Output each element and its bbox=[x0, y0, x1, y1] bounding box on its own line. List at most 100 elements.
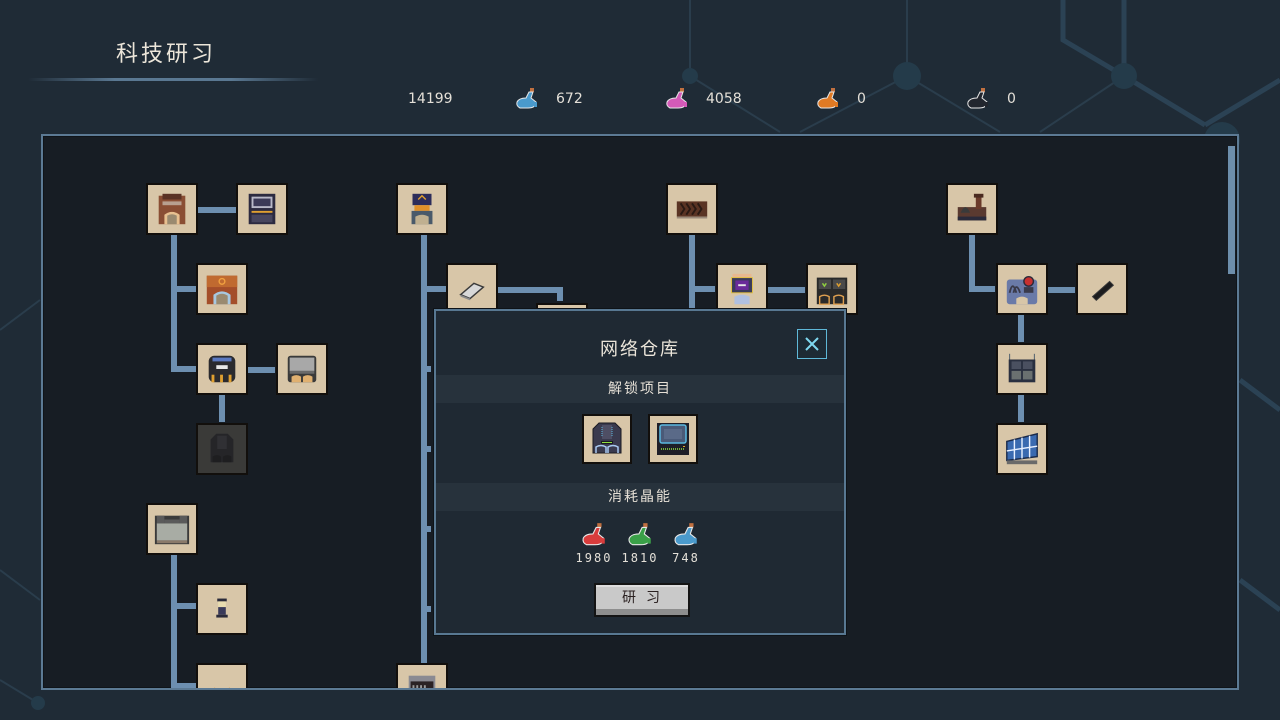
resource-pink-value: 4058 bbox=[706, 91, 742, 107]
tech-node-solar-panel[interactable] bbox=[996, 423, 1048, 475]
cost-green-value: 1810 bbox=[621, 551, 659, 565]
tech-node-workbench[interactable] bbox=[946, 183, 998, 235]
dark-machine-icon bbox=[208, 355, 236, 383]
total-points: 14199 bbox=[408, 86, 453, 112]
tree-link bbox=[171, 234, 177, 372]
tech-node-portal-machine[interactable] bbox=[716, 263, 768, 315]
unlock-items-list bbox=[436, 414, 844, 464]
tree-link bbox=[421, 286, 447, 292]
blue-flask-icon bbox=[674, 523, 697, 546]
twin-monitor-icon bbox=[816, 277, 848, 305]
tech-node-blue-press[interactable] bbox=[396, 183, 448, 235]
tree-link bbox=[171, 603, 197, 609]
title-underline bbox=[28, 78, 318, 81]
cost-blue: 748 bbox=[671, 521, 701, 565]
tree-link bbox=[1018, 314, 1024, 342]
tech-node-dark-terminal[interactable] bbox=[236, 183, 288, 235]
resource-blue-value: 672 bbox=[556, 91, 583, 107]
network-terminal-icon bbox=[657, 423, 689, 455]
tree-link bbox=[421, 366, 431, 372]
resource-orange-value: 0 bbox=[857, 91, 866, 107]
tree-link bbox=[689, 286, 715, 292]
resource-black: 0 bbox=[965, 86, 1016, 112]
orange-flask-icon bbox=[817, 88, 838, 109]
tech-node-battery-pack[interactable] bbox=[996, 343, 1048, 395]
tech-node-server-rack[interactable] bbox=[396, 663, 448, 688]
tech-node-conveyor[interactable] bbox=[666, 183, 718, 235]
black-flask-icon bbox=[967, 88, 988, 109]
pink-flask-icon bbox=[666, 88, 687, 109]
resource-pink: 4058 bbox=[664, 86, 742, 112]
server-rack-icon bbox=[408, 675, 436, 688]
tech-node-gray-machine[interactable] bbox=[276, 343, 328, 395]
tech-node-copper-furnace[interactable] bbox=[196, 263, 248, 315]
tree-link bbox=[247, 367, 275, 373]
tree-link bbox=[969, 234, 975, 292]
tree-link bbox=[767, 287, 805, 293]
tree-link bbox=[171, 554, 177, 688]
gray-machine-icon bbox=[287, 355, 317, 383]
red-flask-icon bbox=[582, 523, 605, 546]
close-icon bbox=[805, 337, 819, 351]
workbench-icon bbox=[957, 193, 987, 221]
chemistry-station-icon bbox=[1006, 275, 1038, 305]
tree-link bbox=[171, 286, 197, 292]
solar-panel-icon bbox=[1006, 432, 1038, 465]
resource-blue: 672 bbox=[514, 86, 583, 112]
blue-flask-icon bbox=[516, 88, 537, 109]
tech-node-chemistry-station[interactable] bbox=[996, 263, 1048, 315]
tree-link bbox=[689, 234, 695, 314]
cat-icon bbox=[214, 687, 230, 688]
research-detail-dialog: 网络仓库 解锁项目 消耗晶能 1980 1810 748 研习 bbox=[434, 309, 846, 635]
brown-furnace-icon bbox=[158, 193, 186, 225]
tree-link bbox=[497, 287, 563, 293]
tree-link bbox=[171, 366, 197, 372]
tech-node-dark-machine[interactable] bbox=[196, 343, 248, 395]
dialog-title: 网络仓库 bbox=[600, 339, 680, 360]
battery-pack-icon bbox=[1008, 353, 1036, 383]
portal-machine-icon bbox=[731, 273, 753, 305]
unlock-item-network-terminal[interactable] bbox=[648, 414, 698, 464]
blue-press-icon bbox=[411, 193, 433, 225]
tech-node-brown-furnace[interactable] bbox=[146, 183, 198, 235]
tech-node-metal-ingot[interactable] bbox=[446, 263, 498, 315]
cost-blue-value: 748 bbox=[672, 551, 700, 565]
green-flask-icon bbox=[628, 523, 651, 546]
tech-node-cat[interactable] bbox=[196, 663, 248, 688]
cost-red: 1980 bbox=[576, 521, 610, 565]
unlock-item-network-storage[interactable] bbox=[582, 414, 632, 464]
dark-terminal-icon bbox=[248, 193, 276, 225]
tree-scrollbar[interactable] bbox=[1228, 146, 1235, 274]
resource-orange: 0 bbox=[815, 86, 866, 112]
copper-furnace-icon bbox=[206, 275, 238, 305]
page-title: 科技研习 bbox=[116, 42, 217, 67]
cost-green: 1810 bbox=[622, 521, 656, 565]
tree-link bbox=[421, 526, 431, 532]
conveyor-icon bbox=[676, 201, 708, 219]
tree-link bbox=[219, 394, 225, 422]
unlock-section-header: 解锁项目 bbox=[436, 375, 844, 403]
tech-node-stone-wall[interactable] bbox=[146, 503, 198, 555]
tech-node-network-storage-locked[interactable] bbox=[196, 423, 248, 475]
cost-section-header: 消耗晶能 bbox=[436, 483, 844, 511]
tree-link bbox=[421, 606, 431, 612]
tree-link bbox=[1018, 394, 1024, 422]
tree-link bbox=[1047, 287, 1075, 293]
tech-node-rod[interactable] bbox=[1076, 263, 1128, 315]
cost-red-value: 1980 bbox=[575, 551, 613, 565]
close-button[interactable] bbox=[797, 329, 827, 359]
total-points-value: 14199 bbox=[408, 91, 453, 107]
resource-black-value: 0 bbox=[1007, 91, 1016, 107]
tech-node-twin-monitor[interactable] bbox=[806, 263, 858, 315]
tree-link bbox=[421, 446, 431, 452]
stone-wall-icon bbox=[154, 515, 190, 545]
lantern-icon bbox=[216, 598, 228, 618]
network-storage-icon bbox=[210, 433, 234, 463]
research-button[interactable]: 研习 bbox=[594, 583, 690, 617]
network-storage-icon bbox=[592, 422, 622, 454]
tree-link bbox=[557, 287, 563, 301]
tech-node-lantern[interactable] bbox=[196, 583, 248, 635]
tree-link bbox=[171, 683, 197, 688]
metal-ingot-icon bbox=[459, 282, 485, 301]
rod-icon bbox=[1091, 280, 1115, 302]
